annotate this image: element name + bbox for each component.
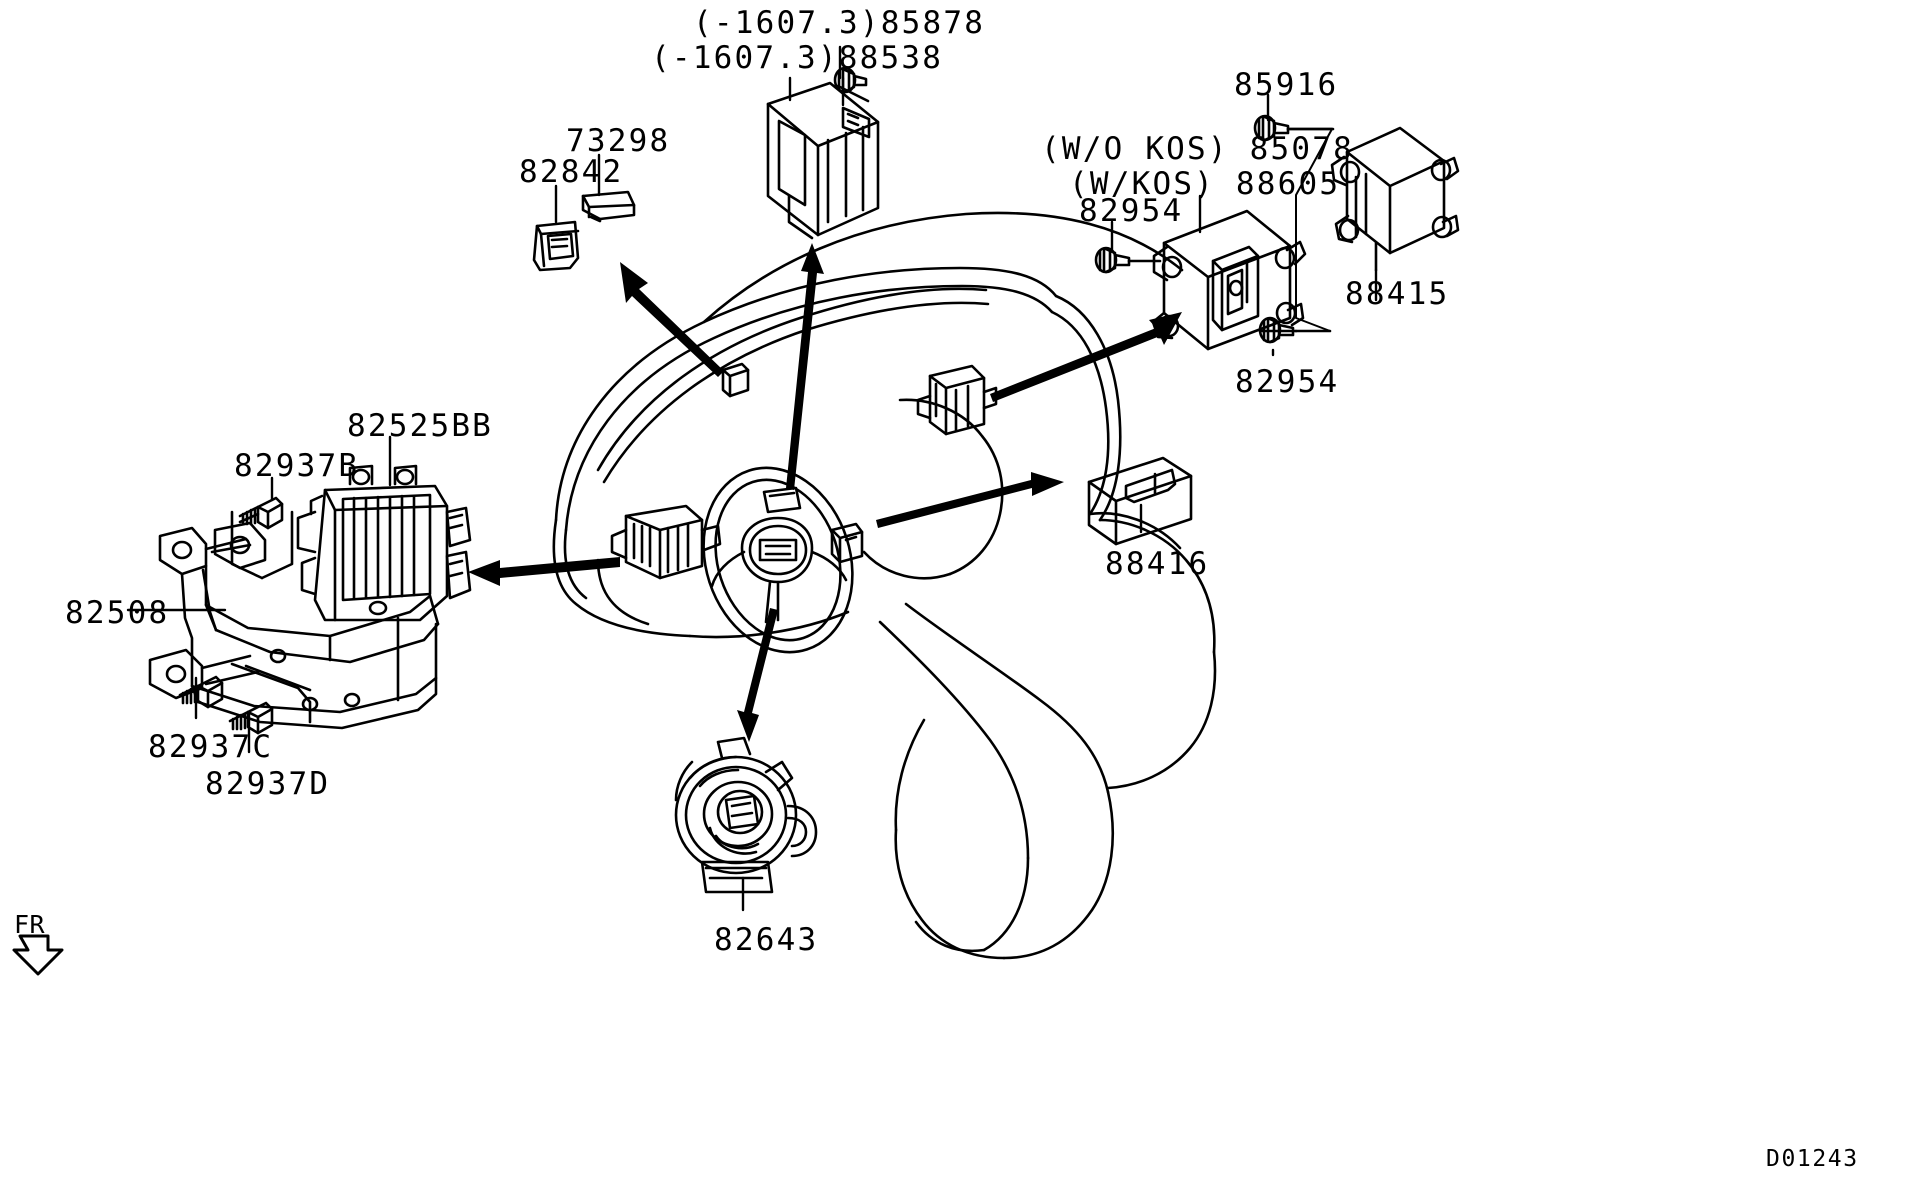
part-82937C-bolt bbox=[180, 677, 222, 707]
label-82508: 82508 bbox=[65, 595, 170, 631]
part-88416-switch bbox=[1089, 458, 1191, 544]
part-82508-bracket bbox=[150, 523, 438, 728]
dash-connector-left bbox=[723, 364, 748, 396]
label-82525BB: 82525BB bbox=[347, 408, 494, 444]
label-88538: (-1607.3)88538 bbox=[651, 40, 944, 76]
part-82954-bolt-lower bbox=[1260, 318, 1296, 342]
label-73298: 73298 bbox=[566, 123, 671, 159]
part-85078-88605-unit bbox=[1153, 211, 1305, 349]
label-drawing-code: D01243 bbox=[1766, 1146, 1859, 1172]
label-82643: 82643 bbox=[714, 922, 819, 958]
fr-direction-arrow bbox=[14, 936, 62, 974]
label-85078: (W/O KOS) 85078 bbox=[1041, 131, 1354, 167]
label-85878: (-1607.3)85878 bbox=[693, 5, 986, 41]
part-ecu-top bbox=[768, 83, 878, 238]
part-82643-clock-spring bbox=[676, 738, 816, 892]
steering-wheel bbox=[680, 448, 875, 671]
label-88416: 88416 bbox=[1105, 546, 1210, 582]
label-82842: 82842 bbox=[519, 154, 624, 190]
label-82937B: 82937B bbox=[234, 448, 360, 484]
part-82954-bolt-upper bbox=[1096, 248, 1160, 272]
part-82842-switch bbox=[534, 222, 578, 270]
part-82937B-bolt bbox=[232, 498, 292, 578]
dash-connector-right bbox=[918, 366, 996, 434]
dashboard-body bbox=[554, 213, 1215, 958]
part-82525BB-ecu bbox=[298, 466, 470, 620]
label-82954-upper: 82954 bbox=[1079, 193, 1184, 229]
label-85916: 85916 bbox=[1234, 67, 1339, 103]
label-88415: 88415 bbox=[1345, 276, 1450, 312]
connector-right-of-wheel bbox=[832, 524, 862, 562]
label-fr-marker: FR bbox=[14, 910, 46, 939]
label-82954-lower: 82954 bbox=[1235, 364, 1340, 400]
assembly-arrows bbox=[468, 243, 1182, 742]
label-82937C: 82937C bbox=[148, 729, 274, 765]
label-88605: (W/KOS) 88605 bbox=[1069, 166, 1341, 202]
part-73298-cover bbox=[583, 192, 634, 221]
steering-column-switch bbox=[612, 506, 720, 578]
label-82937D: 82937D bbox=[205, 766, 331, 802]
